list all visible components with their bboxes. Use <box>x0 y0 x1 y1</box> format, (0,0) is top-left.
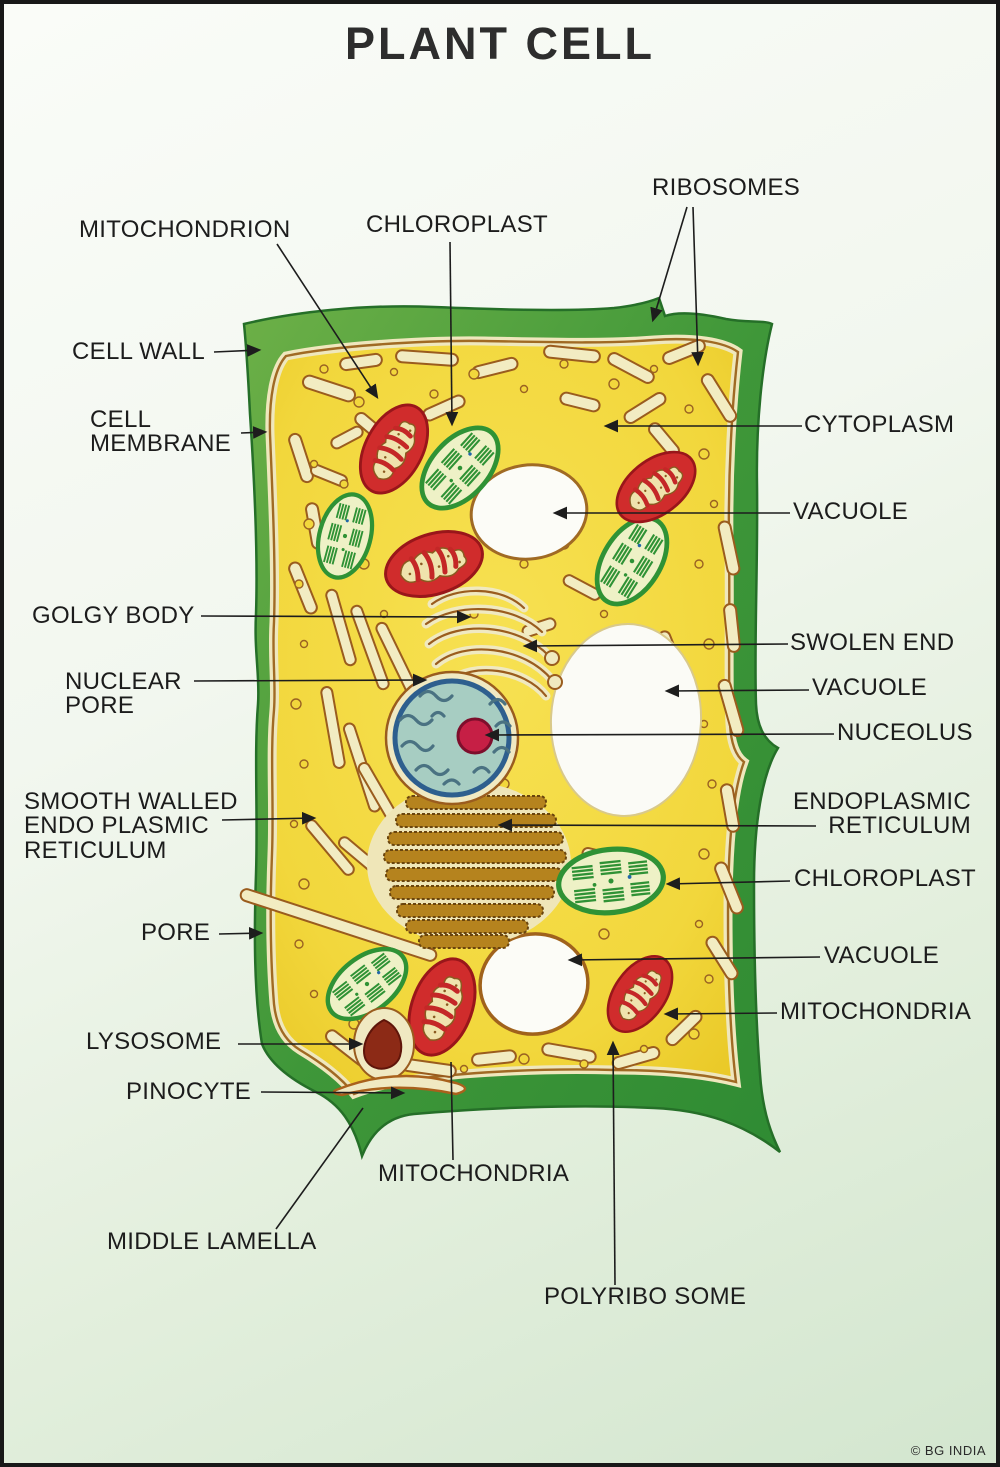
cell-membrane-shape <box>268 337 746 1096</box>
lysosome-shape <box>353 1007 415 1081</box>
label-vacuole-bottom: VACUOLE <box>824 942 940 969</box>
page-title: PLANT CELL <box>345 18 655 69</box>
nucleus-shape <box>384 670 520 806</box>
nucleolus-shape <box>456 717 494 755</box>
label-pinocyte: PINOCYTE <box>126 1078 252 1105</box>
label-ribosomes: RIBOSOMES <box>652 174 801 201</box>
label-pore: PORE <box>141 919 211 946</box>
label-smooth-er: SMOOTH WALLED ENDO PLASMIC RETICULUM <box>24 788 238 864</box>
plant-cell-illustration <box>193 206 835 1286</box>
leader-lines <box>193 206 835 1286</box>
vacuole-middle-shape <box>549 623 703 817</box>
label-cell-membrane: CELL MEMBRANE <box>90 406 232 458</box>
label-vacuole-top: VACUOLE <box>793 498 909 525</box>
vacuole-top-shape <box>469 463 589 561</box>
label-cytoplasm: CYTOPLASM <box>804 411 955 438</box>
label-cell-wall: CELL WALL <box>72 338 205 365</box>
credit-text: © BG INDIA <box>910 1443 986 1458</box>
pinocyte-shape <box>332 1074 467 1097</box>
label-swolen-end: SWOLEN END <box>790 629 955 656</box>
label-mitochondrion: MITOCHONDRION <box>79 216 291 243</box>
label-lysosome: LYSOSOME <box>86 1028 222 1055</box>
label-middle-lamella: MIDDLE LAMELLA <box>107 1228 317 1255</box>
label-nuclear-pore: NUCLEAR PORE <box>65 668 182 720</box>
label-endoplasmic-reticulum: ENDOPLASMIC RETICULUM <box>792 788 971 840</box>
label-vacuole-mid: VACUOLE <box>812 674 928 701</box>
label-polyribo-some: POLYRIBO SOME <box>544 1283 747 1310</box>
vacuole-bottom-shape <box>478 932 590 1036</box>
label-chloroplast-top: CHLOROPLAST <box>366 211 549 238</box>
label-mitochondria-right: MITOCHONDRIA <box>780 998 972 1025</box>
label-nuceolus: NUCEOLUS <box>837 719 973 746</box>
label-chloroplast-right: CHLOROPLAST <box>794 865 977 892</box>
label-mitochondria-bottom: MITOCHONDRIA <box>378 1160 570 1187</box>
rough-er-shape <box>367 782 571 949</box>
label-golgy-body: GOLGY BODY <box>32 602 195 629</box>
